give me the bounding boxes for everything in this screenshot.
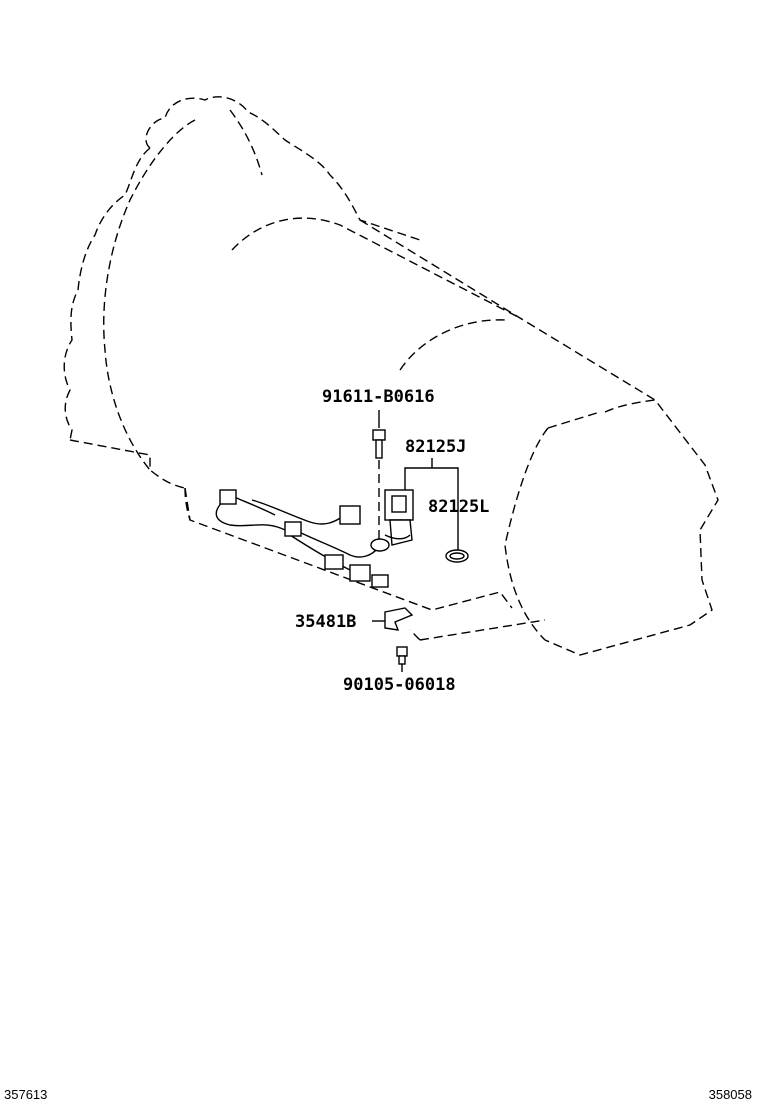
label-oring: 82125L [428, 497, 489, 517]
wire-harness [215, 489, 389, 588]
label-bolt-bottom: 90105-06018 [343, 675, 456, 695]
oring-part [445, 549, 469, 563]
label-sensor: 82125J [405, 437, 466, 457]
bolt-bottom-part [396, 646, 408, 672]
label-clamp: 35481B [295, 612, 356, 632]
speed-sensor-part [370, 458, 459, 552]
bolt-top-part [372, 410, 386, 545]
clamp-part [372, 607, 414, 631]
transmission-housing-outline [63, 96, 719, 656]
footer-left-id: 357613 [4, 1087, 48, 1102]
footer-right-id: 358058 [708, 1087, 752, 1102]
label-bolt-top: 91611-B0616 [322, 387, 435, 407]
